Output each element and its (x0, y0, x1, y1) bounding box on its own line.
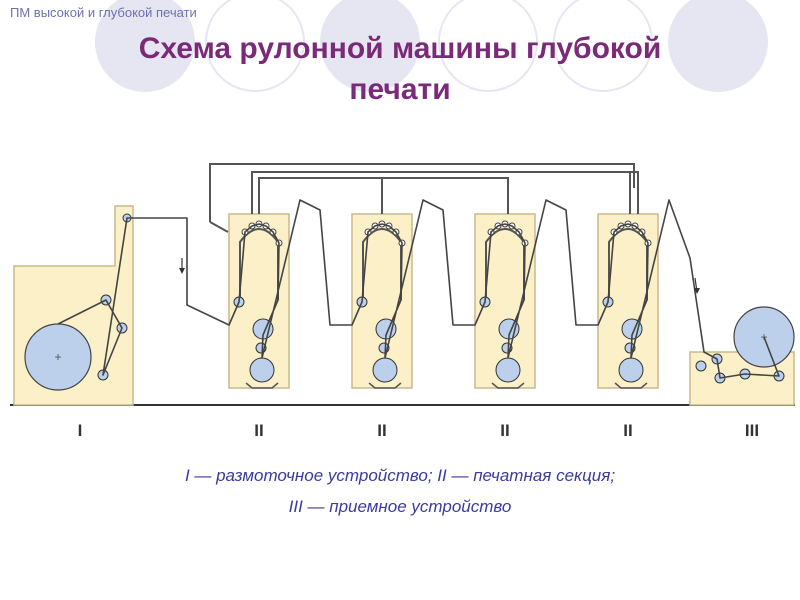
section-label-1: I (78, 421, 83, 440)
print-section-1 (228, 213, 290, 389)
print-section-4 (597, 213, 659, 389)
section-label-3: II (377, 421, 386, 440)
section-label-2: II (254, 421, 263, 440)
decor-circle-3 (320, 0, 420, 92)
section-label-4: II (500, 421, 509, 440)
caption-line-1: I — размоточное устройство; II — печатна… (184, 466, 616, 485)
svg-text:+: + (54, 350, 61, 364)
slide-title: Схема рулонной машины глубокой печати (0, 28, 800, 110)
title-line-1: Схема рулонной машины глубокой (138, 32, 662, 65)
print-section-2 (351, 213, 413, 389)
paper-web-path (57, 199, 780, 379)
section-label-6: III (745, 421, 759, 440)
title-line-2: печати (349, 73, 451, 106)
caption-line-2: III — приемное устройство (288, 497, 512, 516)
rewind-unit: + (689, 306, 795, 406)
unwind-unit: + (13, 205, 134, 406)
header-note: ПМ высокой и глубокой печати (10, 5, 197, 20)
decor-circle-2 (205, 0, 305, 92)
print-section-3 (474, 213, 536, 389)
top-frame (209, 163, 639, 233)
direction-arrow-right (694, 277, 700, 294)
decor-circle-1 (95, 0, 195, 92)
decor-circle-4 (438, 0, 538, 92)
decor-circle-6 (668, 0, 768, 92)
decor-circle-5 (553, 0, 653, 92)
section-label-5: II (623, 421, 632, 440)
printing-machine-diagram: + (10, 163, 795, 440)
direction-arrow-left (179, 258, 185, 274)
